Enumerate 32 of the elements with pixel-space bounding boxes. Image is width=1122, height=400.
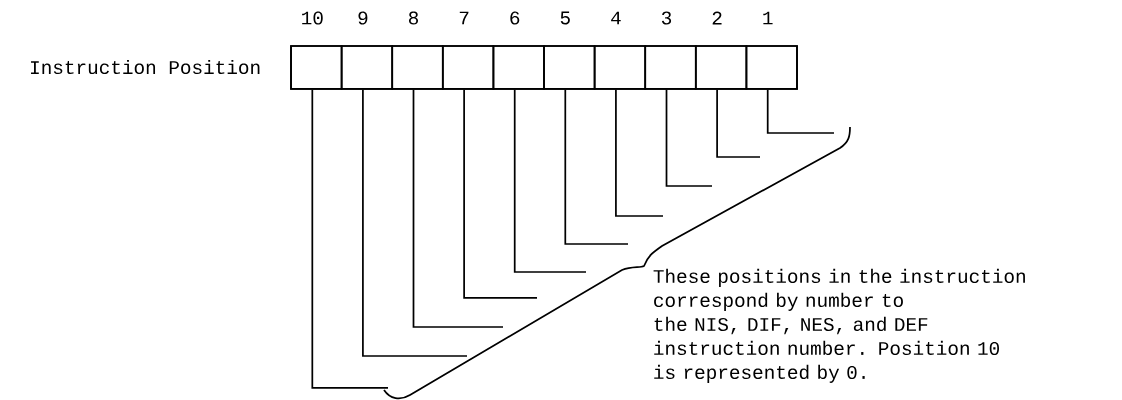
node-label: 1 [763,11,773,25]
row-label: Instruction Position [31,59,260,75]
register-cell: 7 [441,11,495,90]
node-label: 7 [459,11,469,25]
register-cell: 2 [694,11,748,90]
leader-line [412,89,504,328]
node-label: 3 [661,11,672,25]
node-label: 6 [510,11,520,25]
register-cell: 5 [543,11,596,90]
leader-line [513,89,587,273]
node-label: 8 [408,11,419,25]
node-label: 5 [560,11,570,25]
leader-line [463,89,538,299]
leader-line [665,89,713,187]
register-cell: 9 [340,11,394,90]
leader-line [564,89,629,245]
node-label: 10 [302,11,323,25]
note-text: These positions in the instruction correspond by number to the NIS, DIF, NES, and DEF instruction number. Position 10 is represented by 0. [653,268,1025,383]
register-cell: 1 [745,11,798,90]
leader-line [615,89,664,217]
node-label: 4 [611,11,621,25]
leader-line [311,89,389,389]
leader-line [766,89,835,134]
node-label: 9 [358,11,368,25]
leader-line [716,89,761,158]
register-cell: 4 [593,11,647,90]
register-cell: 6 [492,11,545,90]
register-cell: 3 [644,11,697,90]
register-cell: 10 [290,11,343,90]
leader-line [362,89,468,357]
node-label: 2 [712,11,722,25]
register-cell: 8 [391,11,444,90]
